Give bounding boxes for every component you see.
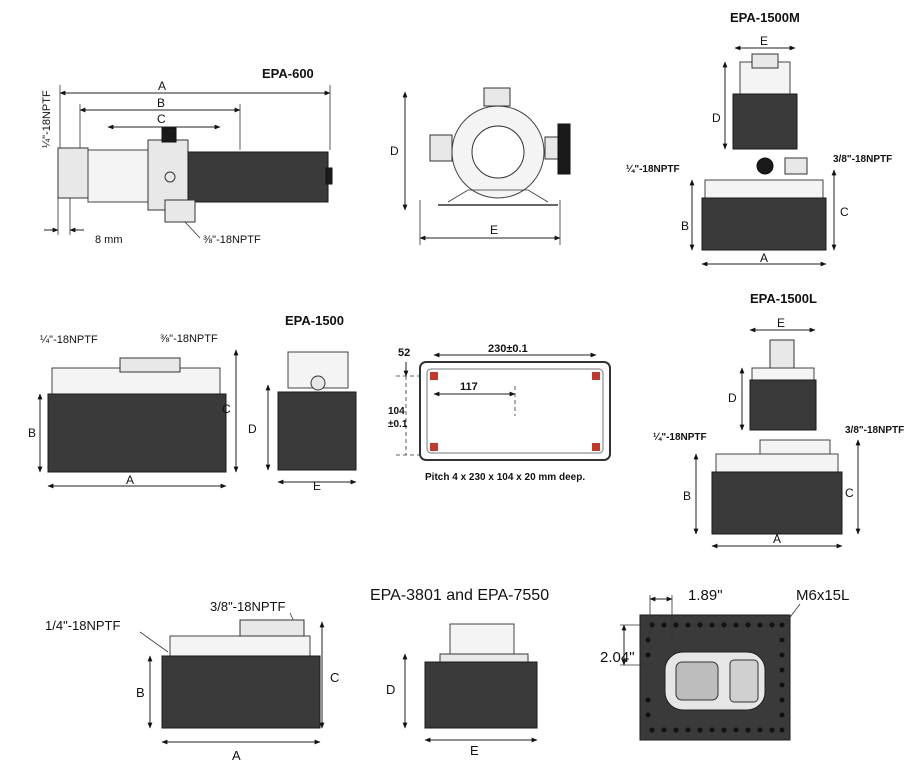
port-label-three-eighth-1500m: 3/8"-18NPTF [833, 154, 892, 165]
port-label-quarter-1500m: ¼"-18NPTF [626, 164, 680, 175]
dim-label-a-1500: A [126, 473, 134, 487]
bolt-hole-row [645, 622, 785, 733]
epa-600-reservoir [187, 151, 329, 203]
top-offset-label: 52 [398, 347, 410, 359]
dim-label-e: E [490, 223, 498, 237]
epa-1500-side-view: EPA-1500 ¼"-18NPTF ⅜"-18NPTF B C A [28, 313, 344, 489]
dim-label-b-1500: B [28, 426, 36, 440]
dim-label-d: D [390, 144, 399, 158]
port-label-quarter-1500l: ¼"-18NPTF [653, 432, 707, 443]
epa-1500m-title: EPA-1500M [730, 10, 800, 25]
epa-1500l-title: EPA-1500L [750, 291, 817, 306]
epa-1500l-front-body [749, 379, 817, 431]
dim-label-a: A [158, 79, 166, 93]
epa-3801-title: EPA-3801 and EPA-7550 [370, 587, 549, 604]
mount-hole [592, 443, 600, 451]
dim-label-e-1500m: E [760, 34, 768, 48]
dim-label-a-3801: A [232, 748, 241, 763]
port-label-quarter-vertical: ¼"-18NPTF [41, 90, 53, 148]
base-dim-label-1: 1.89" [688, 587, 723, 604]
dim-label-d-3801: D [386, 682, 395, 697]
end-view-handle-icon [557, 123, 571, 175]
port-label-three-eighth-1500: ⅜"-18NPTF [160, 333, 218, 345]
epa-3801-7550-views: EPA-3801 and EPA-7550 3/8"-18NPTF 1/4"-1… [45, 587, 549, 763]
dim-label-a-1500l: A [773, 532, 781, 546]
port-label-three-eighth-3801: 3/8"-18NPTF [210, 599, 285, 614]
height-label: 104 [388, 406, 405, 417]
port-label-three-eighth-1500l: 3/8"-18NPTF [845, 425, 904, 436]
bolt-label: M6x15L [796, 587, 849, 604]
dim-label-c-1500l: C [845, 486, 854, 500]
mount-hole [592, 372, 600, 380]
dim-label-b-3801: B [136, 685, 145, 700]
epa-1500m-views: EPA-1500M E D ¼"-18NPTF 3/8"-18NPTF B C … [626, 10, 892, 267]
epa-3801-side-body [161, 655, 321, 729]
epa-600-end-cap [57, 147, 89, 199]
base-plate-top-view: 1.89" 2.04" M6x15L [600, 587, 849, 741]
epa-600-end-view: D E [390, 87, 571, 245]
dim-label-e-3801: E [470, 743, 479, 758]
port-label-three-eighth: ⅜"-18NPTF [203, 234, 261, 246]
epa-1500-front-view: D E [248, 351, 357, 493]
mount-hole [430, 372, 438, 380]
mount-hole [430, 443, 438, 451]
mounting-plate-drawing: 230±0.1 117 52 104 ±0.1 Pitch 4 x 230 x … [388, 343, 611, 483]
epa-1500-reservoir [47, 393, 227, 473]
dim-label-c-3801: C [330, 670, 339, 685]
mounting-note: Pitch 4 x 230 x 104 x 20 mm deep. [425, 472, 585, 483]
epa-600-title: EPA-600 [262, 66, 314, 81]
dim-label-c-1500m: C [840, 205, 849, 219]
dim-label-e-1500l: E [777, 316, 785, 330]
inner-width-label: 117 [460, 381, 478, 393]
dim-label-b: B [157, 96, 165, 110]
port-label-quarter-3801: 1/4"-18NPTF [45, 618, 120, 633]
epa-600-port-icon [164, 171, 176, 183]
dim-label-d-1500m: D [712, 111, 721, 125]
dim-label-e-1500: E [313, 479, 321, 493]
dim-label-d-1500: D [248, 422, 257, 436]
epa-1500-title: EPA-1500 [285, 313, 344, 328]
dim-label-c: C [157, 112, 166, 126]
epa-3801-front-body [424, 661, 538, 729]
dim-label-c-1500: C [222, 402, 231, 416]
offset-label: 8 mm [95, 234, 123, 246]
epa-1500m-front-body [732, 93, 798, 150]
end-view-bore [471, 125, 525, 179]
epa-600-handle-icon [161, 127, 177, 143]
height-tolerance-label: ±0.1 [388, 419, 408, 430]
dim-label-b-1500m: B [681, 219, 689, 233]
epa-1500l-views: EPA-1500L E D ¼"-18NPTF 3/8"-18NPTF B C … [653, 291, 904, 549]
base-dim-label-2: 2.04" [600, 649, 635, 666]
epa-600-side-view: EPA-600 A B C ¼"-18NPTF 8 mm ⅜"-18NPTF [41, 66, 333, 246]
epa-600-outlet-fitting [164, 199, 196, 223]
epa-1500-front-body [277, 391, 357, 471]
dim-label-b-1500l: B [683, 489, 691, 503]
epa-1500m-side-body [701, 197, 827, 251]
plate-width-label: 230±0.1 [488, 343, 528, 355]
dim-label-a-1500m: A [760, 251, 768, 265]
dim-label-d-1500l: D [728, 391, 737, 405]
port-label-quarter-1500: ¼"-18NPTF [40, 334, 98, 346]
epa-1500l-side-body [711, 471, 843, 535]
